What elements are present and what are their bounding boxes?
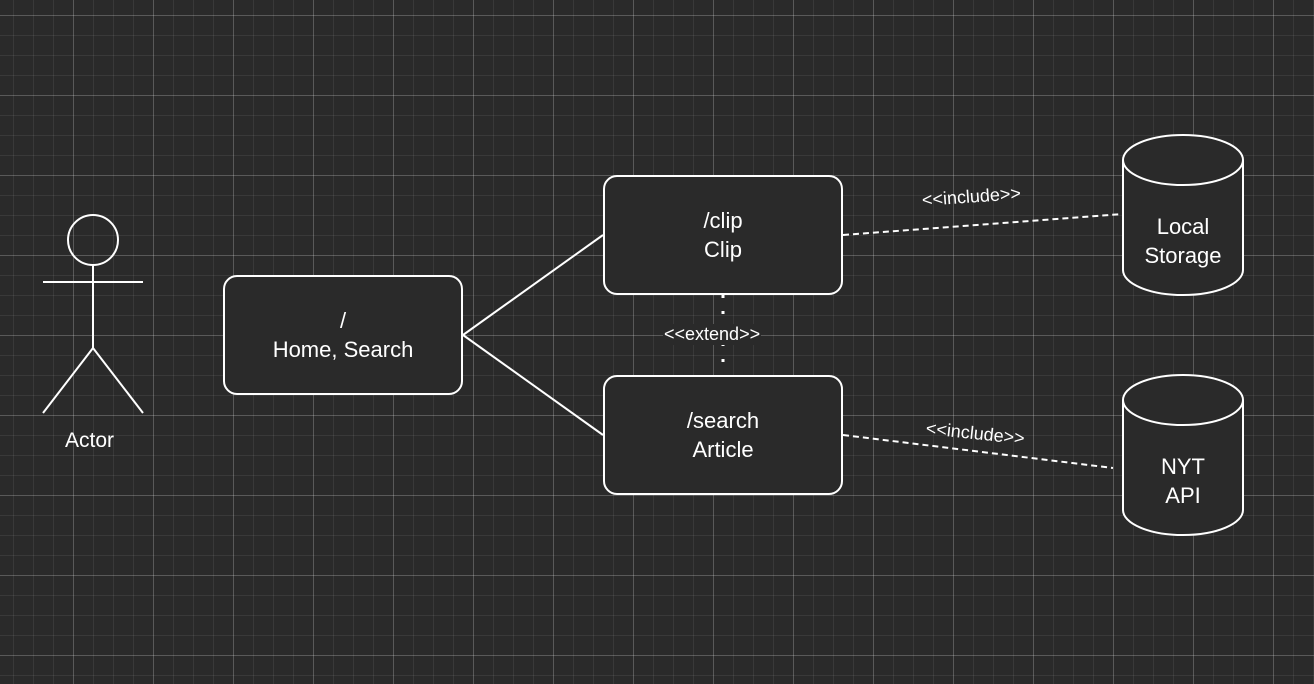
edge-home-search bbox=[462, 334, 604, 436]
extend-label: <<extend>> bbox=[663, 324, 762, 345]
actor-left-leg bbox=[42, 347, 94, 414]
actor-figure bbox=[42, 214, 144, 414]
usecase-clip[interactable]: /clip Clip bbox=[603, 175, 843, 295]
nyt-api-line1: NYT bbox=[1161, 454, 1205, 479]
usecase-home[interactable]: / Home, Search bbox=[223, 275, 463, 395]
actor-label: Actor bbox=[65, 429, 115, 452]
local-storage-label: Local Storage bbox=[1123, 212, 1243, 270]
actor-head bbox=[67, 214, 119, 266]
local-storage-cylinder bbox=[1122, 134, 1244, 296]
actor-right-leg bbox=[92, 347, 144, 414]
nyt-api-line2: API bbox=[1165, 483, 1201, 508]
edge-include-nyt-api bbox=[842, 434, 1114, 469]
usecase-home-path: / bbox=[339, 308, 347, 333]
usecase-home-title: Home, Search bbox=[272, 337, 414, 362]
usecase-search-path: /search bbox=[686, 408, 760, 433]
edge-include-local-storage bbox=[842, 213, 1124, 236]
edge-home-clip bbox=[462, 234, 604, 336]
local-storage-line1: Local bbox=[1156, 214, 1210, 239]
nyt-api-cylinder bbox=[1122, 374, 1244, 536]
local-storage-line2: Storage bbox=[1144, 243, 1222, 268]
usecase-search[interactable]: /search Article bbox=[603, 375, 843, 495]
usecase-clip-path: /clip bbox=[703, 208, 743, 233]
usecase-search-title: Article bbox=[692, 437, 754, 462]
nyt-api-label: NYT API bbox=[1123, 452, 1243, 510]
usecase-clip-title: Clip bbox=[704, 237, 742, 262]
